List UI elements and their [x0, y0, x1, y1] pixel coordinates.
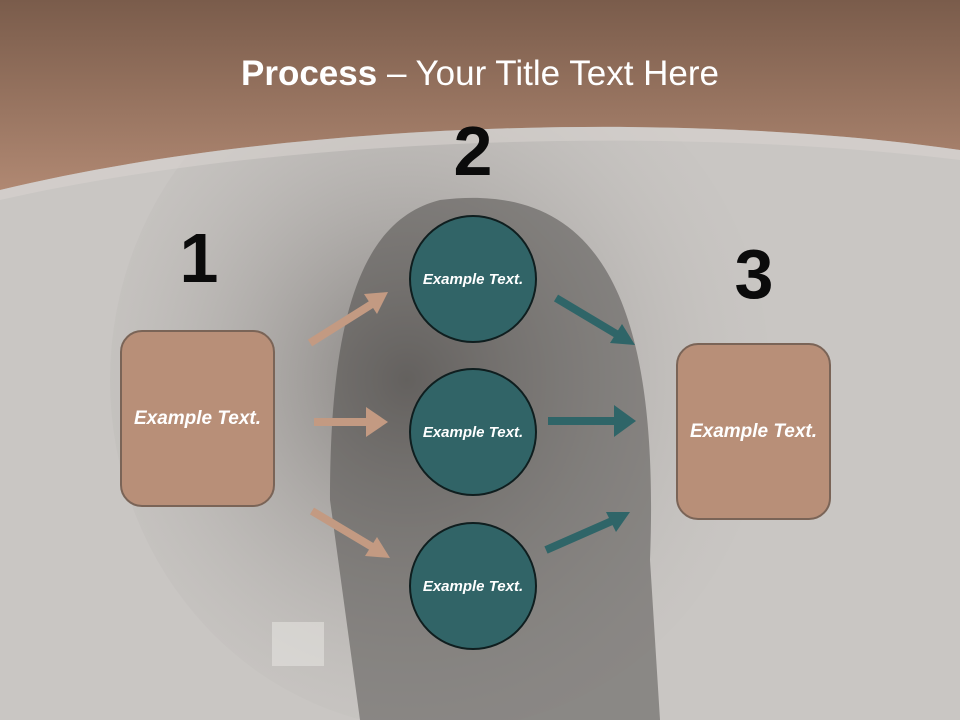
header-band [0, 0, 960, 190]
title-bold: Process [241, 54, 378, 93]
right-box[interactable]: Example Text. [676, 343, 831, 520]
step-number-1: 1 [179, 219, 219, 297]
badge-shape [272, 622, 324, 666]
step-number-3: 3 [734, 235, 774, 313]
title-rest: – Your Title Text Here [377, 54, 719, 93]
circle-middle-text: Example Text. [422, 423, 524, 441]
arrow-left-down [309, 507, 390, 558]
circle-top-text: Example Text. [422, 270, 524, 288]
circle-top[interactable]: Example Text. [409, 215, 537, 343]
left-box[interactable]: Example Text. [120, 330, 275, 507]
circle-bottom-text: Example Text. [422, 577, 524, 595]
arrow-right-down [553, 294, 635, 345]
arrow-right-mid [548, 405, 636, 437]
arrow-left-up [307, 292, 388, 347]
left-box-text: Example Text. [133, 408, 262, 429]
circle-bottom[interactable]: Example Text. [409, 522, 537, 650]
header-curve [0, 126, 960, 200]
right-box-text: Example Text. [689, 421, 818, 442]
step-number-2: 2 [453, 112, 493, 190]
arrow-right-up [544, 512, 630, 554]
slide-title: Process – Your Title Text Here [0, 52, 960, 96]
circle-middle[interactable]: Example Text. [409, 368, 537, 496]
arrow-left-mid [314, 407, 388, 437]
